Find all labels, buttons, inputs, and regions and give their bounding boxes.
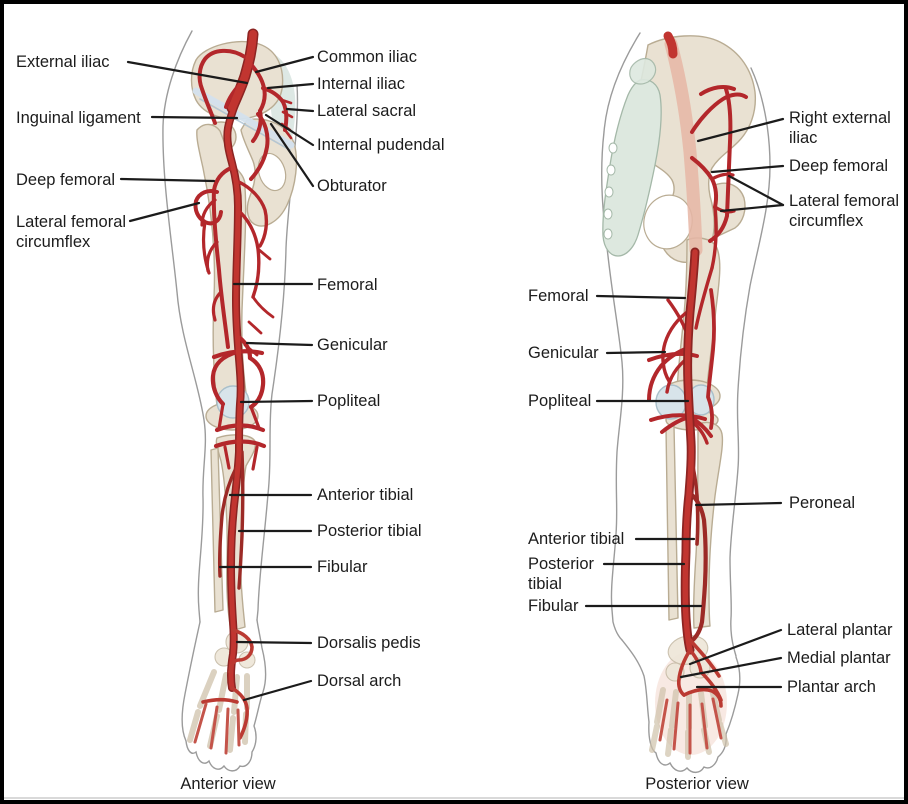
label-posterior-popliteal: Popliteal bbox=[528, 392, 592, 410]
anterior-leg-art bbox=[162, 28, 299, 772]
label-anterior-lateral-femoral-circumflex: Lateral femoral circumflex bbox=[16, 213, 127, 251]
caption-posterior-view: Posterior view bbox=[645, 775, 749, 793]
label-anterior-dorsalis-pedis: Dorsalis pedis bbox=[317, 634, 421, 652]
label-anterior-femoral: Femoral bbox=[317, 276, 378, 294]
caption-anterior-view: Anterior view bbox=[180, 775, 276, 793]
label-posterior-posterior-tibial: Posterior tibial bbox=[528, 555, 595, 593]
label-anterior-fibular: Fibular bbox=[317, 558, 368, 576]
label-posterior-fibular: Fibular bbox=[528, 597, 579, 615]
label-posterior-peroneal: Peroneal bbox=[789, 494, 856, 512]
label-anterior-dorsal-arch: Dorsal arch bbox=[317, 672, 402, 690]
label-anterior-inguinal-ligament: Inguinal ligament bbox=[16, 109, 141, 127]
bottom-divider bbox=[4, 797, 904, 799]
label-posterior-lateral-plantar: Lateral plantar bbox=[787, 621, 893, 639]
label-anterior-lateral-sacral: Lateral sacral bbox=[317, 102, 417, 120]
label-posterior-medial-plantar: Medial plantar bbox=[787, 649, 891, 667]
label-anterior-genicular: Genicular bbox=[317, 336, 388, 354]
label-posterior-deep-femoral: Deep femoral bbox=[789, 157, 889, 175]
leader-lines bbox=[119, 55, 785, 702]
label-posterior-genicular: Genicular bbox=[528, 344, 599, 362]
label-posterior-plantar-arch: Plantar arch bbox=[787, 678, 876, 696]
posterior-leg-art bbox=[601, 31, 771, 774]
label-posterior-lateral-femoral-circumflex: Lateral femoral circumflex bbox=[789, 192, 900, 230]
label-posterior-right-external-iliac: Right external iliac bbox=[789, 109, 891, 147]
label-anterior-popliteal: Popliteal bbox=[317, 392, 381, 410]
label-anterior-common-iliac: Common iliac bbox=[317, 48, 417, 66]
label-anterior-deep-femoral: Deep femoral bbox=[16, 171, 116, 189]
label-anterior-internal-iliac: Internal iliac bbox=[317, 75, 406, 93]
label-anterior-posterior-tibial: Posterior tibial bbox=[317, 522, 422, 540]
label-anterior-external-iliac: External iliac bbox=[16, 53, 110, 71]
label-posterior-femoral: Femoral bbox=[528, 287, 589, 305]
label-anterior-anterior-tibial: Anterior tibial bbox=[317, 486, 414, 504]
label-anterior-obturator: Obturator bbox=[317, 177, 387, 195]
label-posterior-anterior-tibial: Anterior tibial bbox=[528, 530, 625, 548]
label-anterior-internal-pudendal: Internal pudendal bbox=[317, 136, 445, 154]
